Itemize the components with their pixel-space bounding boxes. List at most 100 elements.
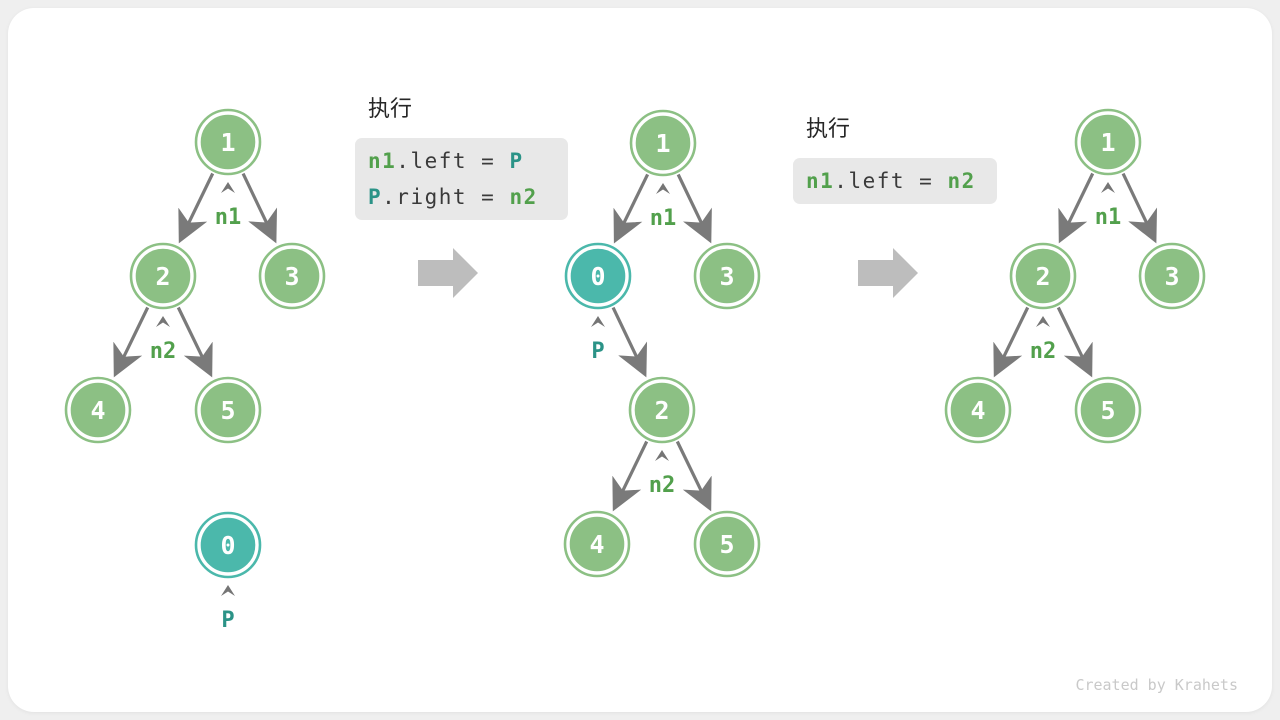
node-outer-ring xyxy=(629,109,697,177)
node-outer-ring xyxy=(563,510,631,578)
node-disc xyxy=(633,113,693,173)
node-outer-ring xyxy=(194,511,262,579)
node-value: 5 xyxy=(1100,396,1115,425)
tree-edge xyxy=(178,172,215,244)
node-disc xyxy=(68,380,128,440)
pointer-label-n2: n2 xyxy=(150,339,177,364)
node-disc xyxy=(1078,112,1138,172)
code-line: P.right = n2 xyxy=(368,179,555,215)
pointer-label-n2: n2 xyxy=(649,473,676,498)
tree-edge xyxy=(676,173,712,244)
node-disc xyxy=(198,515,258,575)
pointer-caret-icon xyxy=(1101,182,1115,193)
node-disc xyxy=(567,514,627,574)
tree-node-4: 4 xyxy=(563,510,631,578)
node-disc xyxy=(697,514,757,574)
code-token-n1: n1 xyxy=(368,149,397,173)
flow-arrow-icon xyxy=(858,248,918,298)
node-outer-ring xyxy=(258,242,326,310)
node-outer-ring xyxy=(1138,242,1206,310)
node-value: 4 xyxy=(589,530,604,559)
tree-node-0: 0 xyxy=(194,511,262,579)
node-value: 3 xyxy=(284,262,299,291)
node-outer-ring xyxy=(693,510,761,578)
node-value: 1 xyxy=(220,128,235,157)
pointer-caret-icon xyxy=(655,450,669,461)
node-disc xyxy=(948,380,1008,440)
tree-edge xyxy=(675,440,712,512)
code-token-n1: n1 xyxy=(806,169,835,193)
tree-node-2: 2 xyxy=(628,376,696,444)
tree-edge xyxy=(176,306,213,378)
node-outer-ring xyxy=(194,108,262,176)
node-value: 3 xyxy=(719,262,734,291)
node-value: 5 xyxy=(719,530,734,559)
pointer-caret-icon xyxy=(656,183,670,194)
code-line: n1.left = P xyxy=(368,143,555,179)
node-value: 4 xyxy=(90,396,105,425)
node-value: 2 xyxy=(1035,262,1050,291)
tree-node-3: 3 xyxy=(693,242,761,310)
node-outer-ring xyxy=(194,376,262,444)
node-value: 5 xyxy=(220,396,235,425)
tree-edge xyxy=(1058,172,1095,244)
node-outer-ring xyxy=(1009,242,1077,310)
node-value: 1 xyxy=(1100,128,1115,157)
node-outer-ring xyxy=(693,242,761,310)
tree-edge xyxy=(1056,306,1093,378)
node-outer-ring xyxy=(628,376,696,444)
node-outer-ring xyxy=(1074,376,1142,444)
node-disc xyxy=(1142,246,1202,306)
tree-node-3: 3 xyxy=(1138,242,1206,310)
pointer-label-P: P xyxy=(221,608,234,633)
tree-node-5: 5 xyxy=(194,376,262,444)
pointer-label-n1: n1 xyxy=(650,206,677,231)
tree-node-2: 2 xyxy=(129,242,197,310)
tree-edge xyxy=(113,306,150,378)
code-token: .right = xyxy=(382,185,510,209)
pointer-caret-icon xyxy=(221,182,235,193)
code-token-n2: n2 xyxy=(509,185,538,209)
node-outer-ring xyxy=(1074,108,1142,176)
code-line: n1.left = n2 xyxy=(806,163,984,199)
watermark: Created by Krahets xyxy=(1075,676,1238,694)
node-disc xyxy=(198,112,258,172)
tree-node-0: 0 xyxy=(564,242,632,310)
node-disc xyxy=(568,246,628,306)
step-title: 执行 xyxy=(806,117,851,142)
node-value: 0 xyxy=(220,531,235,560)
tree-node-5: 5 xyxy=(693,510,761,578)
node-value: 2 xyxy=(654,396,669,425)
flow-arrow-icon xyxy=(418,248,478,298)
tree-node-1: 1 xyxy=(1074,108,1142,176)
code-annotation-2: 执行 n1.left = n2 xyxy=(793,117,997,204)
code-token: .left = xyxy=(396,149,510,173)
tree-node-4: 4 xyxy=(64,376,132,444)
pointer-caret-icon xyxy=(591,316,605,327)
node-outer-ring xyxy=(564,242,632,310)
tree-node-2: 2 xyxy=(1009,242,1077,310)
code-token-P: P xyxy=(509,149,524,173)
tree-node-5: 5 xyxy=(1074,376,1142,444)
code-token: .left = xyxy=(834,169,948,193)
node-outer-ring xyxy=(64,376,132,444)
node-disc xyxy=(262,246,322,306)
pointer-label-n2: n2 xyxy=(1030,339,1057,364)
node-disc xyxy=(133,246,193,306)
node-disc xyxy=(697,246,757,306)
tree-edge xyxy=(611,306,648,378)
tree-edge xyxy=(1121,172,1158,244)
tree-edge xyxy=(241,172,278,244)
tree-edge xyxy=(613,173,650,244)
node-disc xyxy=(1013,246,1073,306)
pointer-caret-icon xyxy=(156,316,170,327)
tree-node-3: 3 xyxy=(258,242,326,310)
pointer-label-n1: n1 xyxy=(1095,205,1122,230)
tree-edge xyxy=(612,440,649,512)
node-value: 0 xyxy=(590,262,605,291)
node-outer-ring xyxy=(944,376,1012,444)
